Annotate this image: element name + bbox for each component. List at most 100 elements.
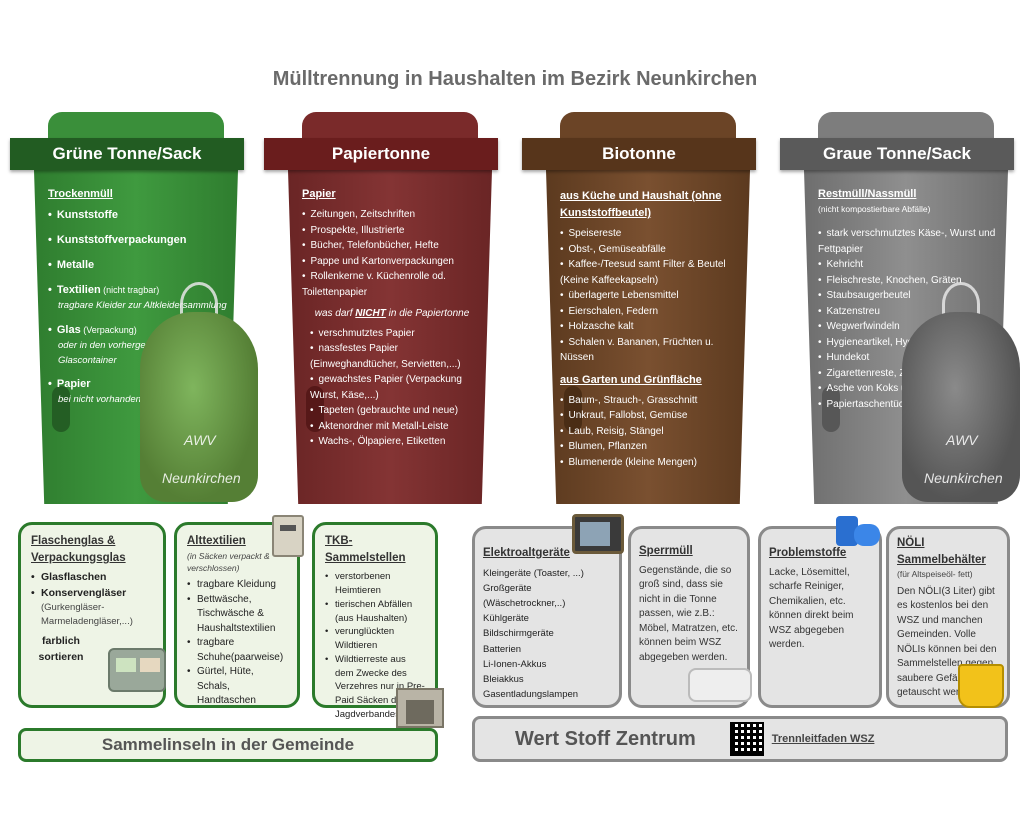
grey-sack: AWV Neunkirchen xyxy=(902,282,1020,502)
paper-bin-item: Zeitungen, Zeitschriften xyxy=(302,207,482,223)
sack-label-awv: AWV xyxy=(184,432,216,448)
paper-bin-item: Bücher, Telefonbücher, Hefte xyxy=(302,238,482,254)
grey-bin-item: stark verschmutztes Käse-, Wurst und Fet… xyxy=(818,226,998,257)
paper-bin-not-item: Aktenordner mit Metall-Leiste xyxy=(310,419,482,435)
green-bin-content: Trockenmüll KunststoffeKunststoffverpack… xyxy=(48,186,228,416)
green-bin-item: Metalle xyxy=(48,257,228,274)
noeli-text: Den NÖLI(3 Liter) gibt es kostenlos bei … xyxy=(897,585,997,699)
paper-bin-item: Pappe und Kartonverpackungen xyxy=(302,254,482,270)
problemstoffe-box: Problemstoffe Lacke, Lösemittel, scharfe… xyxy=(758,526,882,708)
bin-lid xyxy=(560,112,736,142)
sammelinseln-footer: Sammelinseln in der Gemeinde xyxy=(18,728,438,762)
bio-bin-item: Baum-, Strauch-, Grasschnitt xyxy=(560,393,740,409)
tkb-list: verstorbenen Heimtierentierischen Abfäll… xyxy=(325,570,425,721)
trennleitfaden-link[interactable]: Trennleitfaden WSZ xyxy=(771,733,875,745)
grey-bin-item: Fleischreste, Knochen, Gräten xyxy=(818,273,998,289)
tkb-shelter-image xyxy=(396,688,444,728)
sperrmuell-heading: Sperrmüll xyxy=(639,545,693,557)
container-slot xyxy=(280,525,296,531)
alttextilien-item: Gürtel, Hüte, Schals, Handtaschen xyxy=(187,665,287,709)
page-title: Mülltrennung in Haushalten im Bezirk Neu… xyxy=(272,68,758,90)
grey-bin-item: Kehricht xyxy=(818,257,998,273)
bio-bin-item: Laub, Reisig, Stängel xyxy=(560,424,740,440)
barrel xyxy=(836,516,858,546)
flaschenglas-extra: farblich sortieren xyxy=(38,635,84,663)
bio-bin-item: Blumenerde (kleine Mengen) xyxy=(560,455,740,471)
tv-image xyxy=(572,514,624,554)
noeli-note: (für Altspeiseöl- fett) xyxy=(897,569,973,580)
tkb-item: verstorbenen Heimtieren xyxy=(325,570,425,598)
sofa-image xyxy=(688,668,752,702)
alttextilien-list: tragbare KleidungBettwäsche, Tischwäsche… xyxy=(187,578,287,709)
paper-bin-item: Prospekte, Illustrierte xyxy=(302,223,482,239)
paper-bin-not-item: Tapeten (gebrauchte und neue) xyxy=(310,403,482,419)
grey-bin-list: stark verschmutztes Käse-, Wurst und Fet… xyxy=(818,226,998,412)
bin-lid xyxy=(302,112,478,142)
paper-bin-not-item: gewachstes Papier (Verpackung Wurst, Käs… xyxy=(310,372,482,403)
elektro-item: Batterien xyxy=(483,643,522,655)
grey-bin-heading: Restmüll/Nassmüll xyxy=(818,188,917,200)
flaschenglas-item: Konservengläser xyxy=(31,586,153,601)
alttextilien-item: Bettwäsche, Tischwäsche & Haushaltstexti… xyxy=(187,593,287,637)
grey-bin-content: Restmüll/Nassmüll (nicht kompostierbare … xyxy=(818,186,998,412)
qr-code-icon[interactable] xyxy=(729,722,764,756)
container-window xyxy=(116,658,136,672)
shelter-door xyxy=(406,700,434,724)
grey-bin-item: Asche von Koks und Kohle (kalt) xyxy=(818,381,998,397)
flaschenglas-note: (Gurkengläser- Marmeladengläser,...) xyxy=(41,601,133,627)
paper-bin-not-item: nassfestes Papier (Einweghandtücher, Ser… xyxy=(310,341,482,372)
paper-bin-list: Zeitungen, ZeitschriftenProspekte, Illus… xyxy=(302,207,482,300)
sack-label-town: Neunkirchen xyxy=(924,470,1003,486)
bio-bin-list-garden: Baum-, Strauch-, GrasschnittUnkraut, Fal… xyxy=(560,393,740,471)
bio-bin-item: Unkraut, Fallobst, Gemüse xyxy=(560,408,740,424)
bio-bin-item: Holzasche kalt xyxy=(560,319,740,335)
green-sack: AWV Neunkirchen xyxy=(140,282,258,502)
bio-bin-item: Schalen v. Bananen, Früchten u. Nüssen xyxy=(560,335,740,366)
bio-bin-content: aus Küche und Haushalt (ohne Kunststoffb… xyxy=(560,188,740,470)
sack-label-awv: AWV xyxy=(946,432,978,448)
green-bin-item: Glas (Verpackung)oder in den vorhergeseh… xyxy=(48,322,228,368)
elektro-item: Li-Ionen-Akkus xyxy=(483,658,547,670)
elektro-item: Kleingeräte (Toaster, ...) xyxy=(483,567,584,579)
problemstoffe-text: Lacke, Lösemittel, scharfe Reiniger, Che… xyxy=(769,566,854,651)
bio-bin-item: Obst-, Gemüseabfälle xyxy=(560,242,740,258)
bin-lid xyxy=(48,112,224,142)
tkb-item: verunglückten Wildtieren xyxy=(325,625,425,653)
grey-bin-item: Papiertaschentücher xyxy=(818,397,998,413)
alttextilien-heading: Alttextilien xyxy=(187,535,246,547)
elektro-box: Elektroaltgeräte Kleingeräte (Toaster, .… xyxy=(472,526,622,708)
paper-bin: Papiertonne Papier Zeitungen, Zeitschrif… xyxy=(264,112,500,512)
paper-bin-banner: Papiertonne xyxy=(264,138,498,170)
paper-bin-heading: Papier xyxy=(302,188,336,200)
green-bin-item: Textilien (nicht tragbar)tragbare Kleide… xyxy=(48,282,228,314)
green-bin-item: Kunststoffe xyxy=(48,207,228,224)
bio-bin-heading-kitchen: aus Küche und Haushalt (ohne Kunststoffb… xyxy=(560,190,722,220)
green-bin-banner: Grüne Tonne/Sack xyxy=(10,138,244,170)
tkb-heading: TKB-Sammelstellen xyxy=(325,535,406,564)
flaschenglas-heading: Flaschenglas & Verpackungsglas xyxy=(31,535,126,564)
bin-lid xyxy=(818,112,994,142)
glass-container-image xyxy=(108,648,166,692)
tkb-item: Wildtierreste aus dem Zwecke des Verzehr… xyxy=(325,653,425,722)
bio-bin-item: Eierschalen, Federn xyxy=(560,304,740,320)
sack-bag xyxy=(140,312,258,502)
grey-bin-item: Staubsaugerbeutel xyxy=(818,288,998,304)
elektro-item: Großgeräte (Wäschetrockner,..) xyxy=(483,582,566,610)
alttextilien-box: Alttextilien (in Säcken verpackt & versc… xyxy=(174,522,300,708)
elektro-heading: Elektroaltgeräte xyxy=(483,547,570,559)
noeli-heading: NÖLI Sammelbehälter xyxy=(897,537,986,566)
tv-screen xyxy=(580,522,610,546)
green-bin-list: KunststoffeKunststoffverpackungenMetalle… xyxy=(48,207,228,408)
grey-bin-item: Hygieneartikel, Hygienepapier xyxy=(818,335,998,351)
grey-bin-item: Hundekot xyxy=(818,350,998,366)
barrel-image xyxy=(836,516,882,552)
elektro-item: Gasentladungslampen xyxy=(483,689,579,701)
tkb-item: tierischen Abfällen (aus Haushalten) xyxy=(325,598,425,626)
elektro-item: Bleiakkus xyxy=(483,673,524,685)
paper-bin-not-item: Wachs-, Ölpapiere, Etiketten xyxy=(310,434,482,450)
barrel xyxy=(854,524,880,546)
textile-container-image xyxy=(272,515,304,557)
paper-bin-not-item: verschmutztes Papier xyxy=(310,326,482,342)
sack-bag xyxy=(902,312,1020,502)
